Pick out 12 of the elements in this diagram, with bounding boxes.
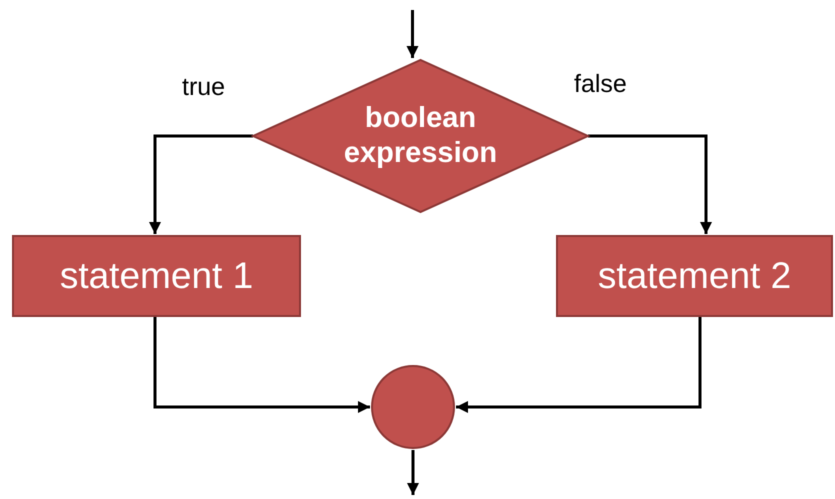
- arrow: [456, 317, 702, 413]
- connector-circle: [371, 365, 455, 449]
- node-label: statement 1: [60, 254, 254, 298]
- process-box: [556, 235, 833, 317]
- arrow: [149, 134, 253, 234]
- arrow: [588, 134, 712, 234]
- arrow: [407, 450, 419, 495]
- arrow: [154, 317, 370, 413]
- process-box: [12, 235, 301, 317]
- node-label: boolean expression: [342, 101, 498, 171]
- node-label: statement 2: [598, 254, 792, 298]
- arrow: [406, 10, 418, 58]
